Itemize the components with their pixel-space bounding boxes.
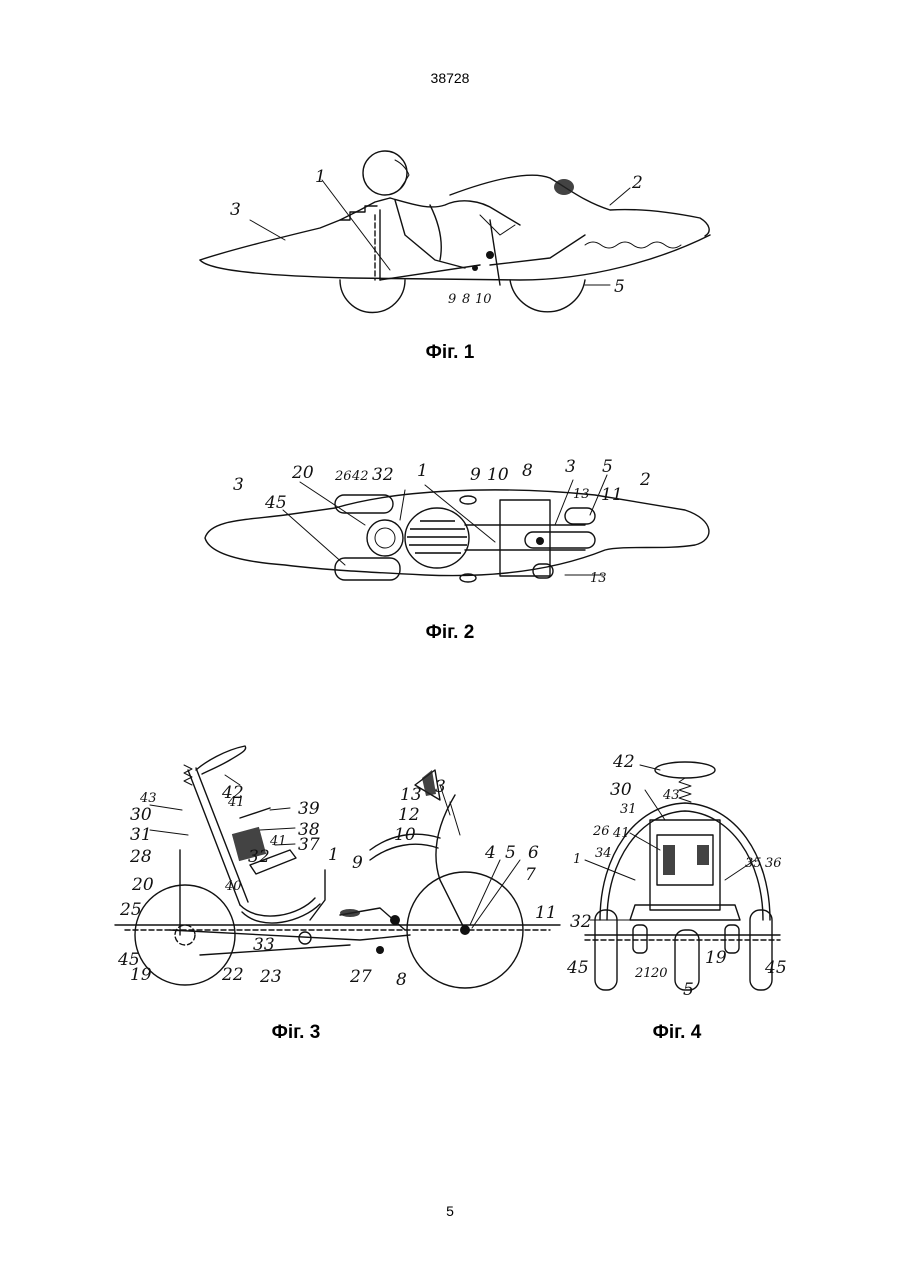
label-32: 32 [248, 847, 270, 867]
label-8: 8 [522, 461, 533, 481]
label-34: 34 [595, 846, 612, 861]
label-39: 39 [298, 799, 320, 819]
label-23: 23 [259, 967, 282, 987]
figure-4-drawing: 42 43 30 31 26 41 34 1 35 36 32 45 21 20… [565, 745, 795, 1000]
label-1: 1 [315, 167, 326, 187]
label-8: 8 [396, 970, 407, 990]
label-41-top: 41 [227, 795, 245, 810]
label-13: 13 [400, 785, 422, 805]
label-42: 42 [612, 752, 635, 772]
label-10: 10 [394, 825, 416, 845]
label-25: 25 [119, 900, 142, 920]
label-6: 6 [528, 843, 539, 863]
label-45: 45 [264, 493, 287, 513]
label-36: 36 [765, 856, 782, 871]
label-9: 9 [352, 853, 363, 873]
label-12: 12 [398, 805, 420, 825]
label-32: 32 [570, 912, 592, 932]
label-1: 1 [417, 461, 428, 481]
document-number: 38728 [0, 70, 900, 86]
figure-2-caption: Фіг. 2 [390, 622, 510, 644]
label-3: 3 [230, 200, 241, 220]
label-11: 11 [601, 485, 623, 505]
label-27: 27 [349, 967, 372, 987]
label-19: 19 [705, 948, 727, 968]
page-number: 5 [0, 1203, 900, 1219]
label-31: 31 [620, 802, 637, 817]
label-4: 4 [484, 843, 496, 863]
label-31: 31 [130, 825, 152, 845]
label-9: 9 [470, 465, 481, 485]
label-26: 26 [334, 469, 352, 484]
label-1: 1 [328, 845, 339, 865]
label-1: 1 [573, 852, 581, 867]
figure-4-caption: Фіг. 4 [617, 1022, 737, 1044]
label-13-bottom: 13 [590, 571, 607, 586]
label-26: 26 [592, 824, 610, 839]
label-10: 10 [475, 292, 492, 307]
label-45-right: 45 [764, 958, 787, 978]
label-3-right: 3 [565, 457, 576, 477]
label-10: 10 [487, 465, 509, 485]
label-20: 20 [650, 966, 668, 981]
label-33: 33 [253, 935, 275, 955]
label-5: 5 [505, 843, 516, 863]
label-41-mid: 41 [269, 834, 287, 849]
label-43: 43 [662, 788, 680, 803]
label-7: 7 [525, 865, 536, 885]
label-37: 37 [298, 835, 320, 855]
label-3-left: 3 [233, 475, 244, 495]
label-11: 11 [535, 903, 557, 923]
label-21: 21 [634, 966, 652, 981]
label-28: 28 [129, 847, 152, 867]
label-5: 5 [614, 277, 625, 297]
label-20: 20 [131, 875, 154, 895]
label-35: 35 [745, 856, 762, 871]
label-3: 3 [435, 777, 446, 797]
label-2: 2 [631, 173, 643, 193]
label-9: 9 [448, 292, 456, 307]
label-41: 41 [612, 826, 630, 841]
figure-1-caption: Фіг. 1 [390, 342, 510, 364]
label-43: 43 [139, 791, 157, 806]
label-30: 30 [610, 780, 632, 800]
label-32: 32 [372, 465, 394, 485]
label-22: 22 [221, 965, 244, 985]
label-40: 40 [224, 879, 242, 894]
label-2: 2 [639, 470, 651, 490]
label-13-top: 13 [573, 487, 590, 502]
label-19: 19 [130, 965, 152, 985]
figure-3-caption: Фіг. 3 [236, 1022, 356, 1044]
label-5: 5 [683, 980, 694, 1000]
figure-2-drawing: 3 20 26 42 32 1 9 10 8 3 5 2 45 13 11 13 [195, 450, 715, 610]
figure-3-drawing: 43 42 41 39 30 38 31 41 37 28 20 25 45 1… [110, 740, 570, 1000]
label-30: 30 [130, 805, 152, 825]
label-8: 8 [462, 292, 470, 307]
label-42: 42 [351, 469, 369, 484]
figure-1-drawing: 1 2 3 5 9 8 10 [190, 140, 720, 330]
label-45-left: 45 [566, 958, 589, 978]
label-5: 5 [602, 457, 613, 477]
label-20: 20 [291, 463, 314, 483]
